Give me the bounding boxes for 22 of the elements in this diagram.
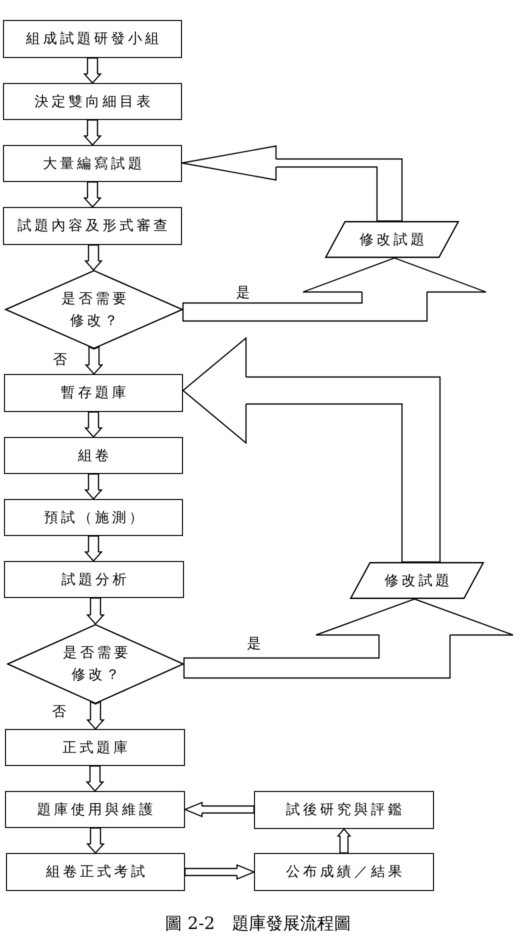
edge-label: 否 (53, 352, 67, 368)
process-box: 組成試題研發小組 (3, 20, 182, 58)
decision-diamond: 是否需要修改？ (5, 270, 183, 349)
decision-diamond: 是否需要修改？ (7, 624, 184, 704)
process-box: 試後研究與評鑑 (254, 791, 434, 829)
process-box: 預試（施測） (4, 499, 183, 536)
process-box: 試題分析 (4, 561, 184, 598)
process-box: 組卷 (4, 437, 183, 474)
process-box: 決定雙向細目表 (3, 83, 182, 120)
process-box: 題庫使用與維護 (5, 791, 185, 828)
process-box: 暫存題庫 (4, 374, 183, 412)
process-box: 公布成績／結果 (254, 853, 434, 891)
process-box: 正式題庫 (5, 729, 185, 766)
edge-label: 是 (236, 285, 250, 301)
caption: 圖 2-2 題庫發展流程圖 (165, 914, 351, 934)
edge-label: 否 (52, 704, 66, 720)
process-box: 組卷正式考試 (6, 853, 185, 891)
process-box: 試題內容及形式審查 (3, 207, 182, 245)
edge-label: 是 (247, 636, 261, 652)
parallelogram-box: 修改試題 (325, 221, 459, 258)
parallelogram-box: 修改試題 (350, 562, 484, 599)
process-box: 大量編寫試題 (3, 145, 182, 182)
